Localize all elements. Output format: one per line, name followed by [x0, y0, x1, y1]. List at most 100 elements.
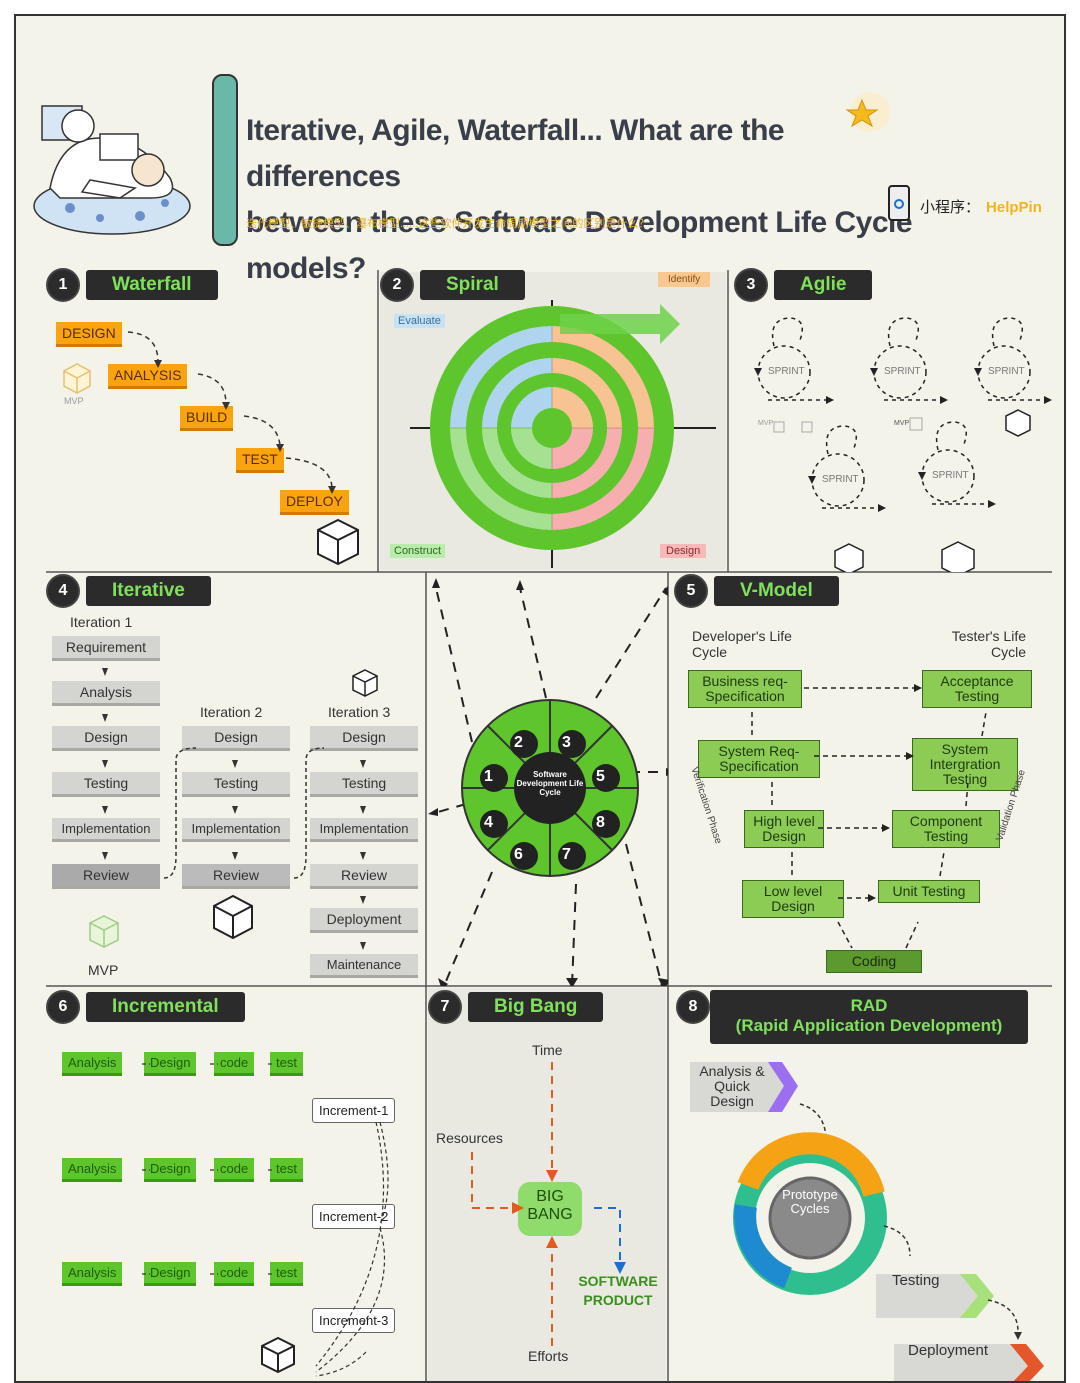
- inc3-code: code: [214, 1262, 255, 1286]
- iter3-deployment: Deployment: [310, 908, 418, 933]
- center-label: Software Development Life Cycle: [516, 770, 584, 797]
- increment-2: Increment-2: [312, 1204, 396, 1229]
- inc3-analysis: Analysis: [62, 1262, 123, 1286]
- agile-sprint-1: SPRINT: [768, 366, 805, 377]
- waterfall-step-analysis: ANALYSIS: [108, 364, 188, 389]
- mini-label-text: 小程序：: [920, 199, 981, 216]
- vmodel-header: 5 V-Model: [674, 574, 839, 608]
- inc1-design: Design: [144, 1052, 197, 1076]
- vmodel-unit: Unit Testing: [878, 880, 980, 903]
- rad-deployment: Deployment: [908, 1342, 989, 1359]
- agile-sprint-3: SPRINT: [988, 366, 1025, 377]
- vmodel-high-level: High level Design: [744, 810, 824, 848]
- vmodel-low-level: Low level Design: [742, 880, 844, 918]
- title-line-1: Iterative, Agile, Waterfall... What are …: [246, 114, 785, 193]
- agile-sprint-4: SPRINT: [822, 474, 859, 485]
- agile-sprint-5: SPRINT: [932, 470, 969, 481]
- inc1-analysis: Analysis: [62, 1052, 123, 1076]
- iter3-maintenance: Maintenance: [310, 954, 418, 978]
- center-wheel: [428, 578, 668, 986]
- incremental-number: 6: [46, 990, 80, 1024]
- vmodel-system-req: System Req- Specification: [698, 740, 820, 778]
- agile-title: Aglie: [774, 270, 873, 300]
- agile-number: 3: [734, 268, 768, 302]
- subtitle: 迭代模型、敏捷模型、瀑布模型......这些软件开发生命周期模型之间的区别是什么…: [246, 218, 650, 230]
- iterative-number: 4: [46, 574, 80, 608]
- bigbang-title: Big Bang: [468, 992, 604, 1022]
- agile-header: 3 Aglie: [734, 268, 873, 302]
- iter1-analysis: Analysis: [52, 681, 160, 706]
- phone-icon: [888, 185, 910, 221]
- bigbang-efforts: Efforts: [528, 1348, 569, 1364]
- vmodel-component: Component Testing: [892, 810, 1000, 848]
- rad-analysis: Analysis & Quick Design: [699, 1063, 765, 1109]
- iter2-testing: Testing: [182, 772, 290, 797]
- iteration-2-label: Iteration 2: [200, 704, 263, 720]
- iterative-header: 4 Iterative: [46, 574, 211, 608]
- spiral-title: Spiral: [420, 270, 525, 300]
- mvp-cube-icon: [63, 363, 91, 394]
- vmodel-number: 5: [674, 574, 708, 608]
- rad-prototype: Prototype Cycles: [782, 1187, 838, 1216]
- center-num-6: 6: [514, 846, 523, 863]
- infographic-frame: Iterative, Agile, Waterfall... What are …: [14, 14, 1066, 1383]
- rad-header: 8: [676, 990, 710, 1024]
- bigbang-product: SOFTWARE PRODUCT: [578, 1273, 658, 1308]
- spiral-construct: Construct: [390, 544, 446, 558]
- rad-title-line-1: RAD: [850, 996, 888, 1015]
- vmodel-coding: Coding: [826, 950, 922, 973]
- iter3-design: Design: [310, 726, 418, 751]
- iterative-mvp-label: MVP: [88, 962, 119, 978]
- bigbang-time: Time: [532, 1042, 563, 1058]
- iter3-review: Review: [310, 864, 418, 889]
- iterative-cube-icon: [213, 894, 253, 940]
- rad-title-line-2: (Rapid Application Development): [735, 1016, 1003, 1035]
- waterfall-step-design: DESIGN: [56, 322, 122, 347]
- spiral-design: Design: [660, 544, 707, 558]
- rad-number: 8: [676, 990, 710, 1024]
- center-num-2: 2: [514, 734, 523, 751]
- waterfall-step-deploy: DEPLOY: [280, 490, 349, 515]
- iter1-implementation: Implementation: [52, 818, 160, 842]
- inc2-test: test: [270, 1158, 303, 1182]
- iteration-1-label: Iteration 1: [70, 614, 133, 630]
- spiral-number: 2: [380, 268, 414, 302]
- iter1-requirement: Requirement: [52, 636, 160, 661]
- person-sleeping-illustration: [33, 105, 191, 235]
- spiral-identify: Identify: [658, 272, 711, 287]
- iteration-3-cube-icon: [352, 669, 378, 697]
- waterfall-mvp-label: MVP: [64, 396, 84, 406]
- inc2-design: Design: [144, 1158, 197, 1182]
- inc1-code: code: [214, 1052, 255, 1076]
- incremental-cube-icon: [261, 1336, 295, 1374]
- vmodel-title: V-Model: [714, 576, 839, 606]
- center-num-4: 4: [484, 814, 493, 831]
- bigbang-resources: Resources: [436, 1130, 503, 1146]
- bigbang-header: 7 Big Bang: [428, 990, 604, 1024]
- vmodel-tester-label: Tester's Life Cycle: [951, 628, 1026, 660]
- iteration-3-label: Iteration 3: [328, 704, 391, 720]
- iterative-mvp-cube-icon: [89, 915, 119, 948]
- iterative-title: Iterative: [86, 576, 211, 606]
- center-num-5: 5: [596, 768, 605, 785]
- spiral-diagram: [410, 300, 716, 568]
- agile-mvp-1: MVP: [758, 420, 774, 427]
- mini-program-label: 小程序： HelpPin: [920, 196, 1042, 217]
- iter1-review: Review: [52, 864, 160, 889]
- iter2-implementation: Implementation: [182, 818, 290, 842]
- title-line-2: between these Software Development Life …: [246, 206, 913, 285]
- iter2-design: Design: [182, 726, 290, 751]
- agile-mvp-2: MVP: [894, 420, 910, 427]
- bigbang-number: 7: [428, 990, 462, 1024]
- iter3-implementation: Implementation: [310, 818, 418, 842]
- increment-1: Increment-1: [312, 1098, 396, 1123]
- vmodel-business-req: Business req- Specification: [688, 670, 802, 708]
- mini-brand-text: HelpPin: [986, 199, 1042, 216]
- vmodel-acceptance: Acceptance Testing: [922, 670, 1032, 708]
- title-accent-bar: [212, 74, 238, 246]
- iter3-testing: Testing: [310, 772, 418, 797]
- star-icon: [845, 92, 890, 132]
- vmodel-system-integration: System Intergration Testing: [912, 738, 1018, 791]
- inc2-code: code: [214, 1158, 255, 1182]
- inc1-test: test: [270, 1052, 303, 1076]
